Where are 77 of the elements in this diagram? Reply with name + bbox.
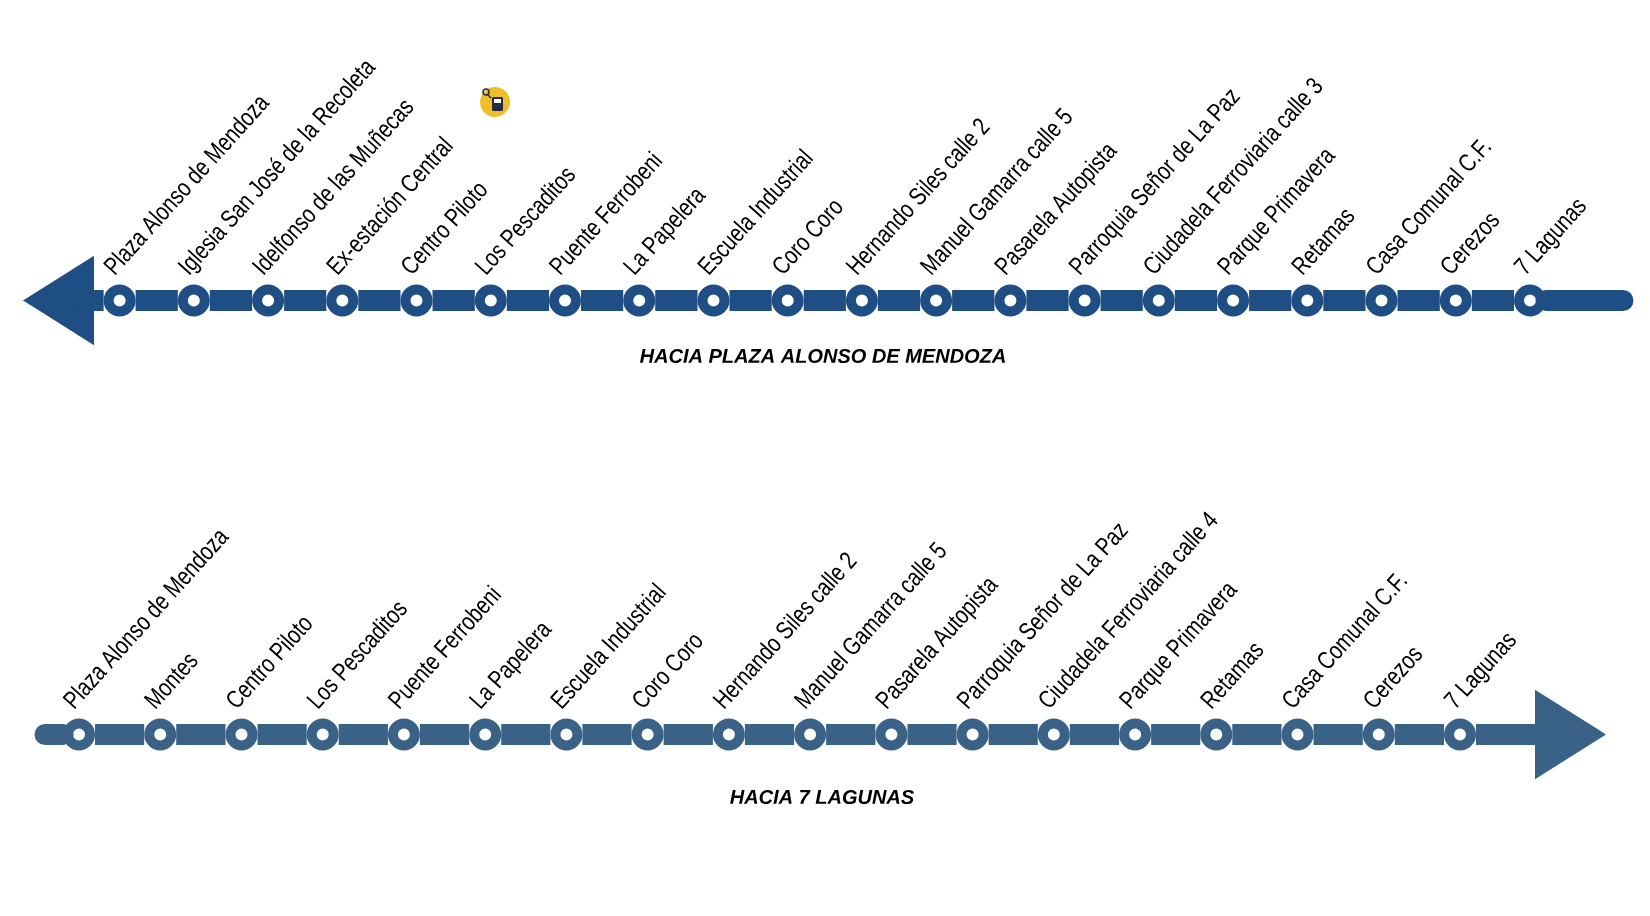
route-line xyxy=(135,290,178,311)
route-line xyxy=(1249,290,1292,311)
station-circle xyxy=(623,284,656,317)
station-circle xyxy=(794,718,827,751)
station-circle xyxy=(1217,284,1250,317)
route-line xyxy=(877,290,921,311)
direction-label: HACIA PLAZA ALONSO DE MENDOZA xyxy=(640,348,1005,364)
route-line xyxy=(432,290,475,311)
route-line xyxy=(419,724,470,745)
route-line xyxy=(95,724,145,745)
station-circle xyxy=(697,284,730,317)
route-line xyxy=(506,290,549,311)
station-circle xyxy=(1362,718,1395,751)
station-circle xyxy=(400,284,433,317)
station-circle xyxy=(326,284,359,317)
station-circle xyxy=(1291,284,1324,317)
route-line xyxy=(338,724,388,745)
route-line xyxy=(1151,724,1201,745)
station-circle xyxy=(550,718,583,751)
route-line xyxy=(988,724,1038,745)
station-circle xyxy=(1439,284,1472,317)
direction-label: HACIA 7 LAGUNAS xyxy=(730,789,914,805)
station-circle xyxy=(1281,718,1314,751)
station-circle xyxy=(920,284,953,317)
station-circle xyxy=(177,284,210,317)
route-line xyxy=(34,724,74,745)
route-line xyxy=(176,724,226,745)
station-circle xyxy=(387,718,420,751)
station-circle xyxy=(956,718,989,751)
route-line xyxy=(907,724,957,745)
route-line xyxy=(1397,290,1440,311)
station-circle xyxy=(712,718,745,751)
route-line xyxy=(1174,290,1218,311)
route-line xyxy=(826,724,876,745)
route-line xyxy=(1535,290,1634,311)
station-circle xyxy=(1119,718,1152,751)
station-circle xyxy=(994,284,1027,317)
station-circle xyxy=(252,284,285,317)
route-line xyxy=(501,724,551,745)
route-line xyxy=(1323,290,1366,311)
route-line xyxy=(1069,724,1120,745)
station-circle xyxy=(225,718,258,751)
station-circle xyxy=(474,284,507,317)
route-line xyxy=(952,290,995,311)
route-line xyxy=(358,290,401,311)
station-circle xyxy=(1365,284,1398,317)
station-circle xyxy=(1200,718,1233,751)
route-line xyxy=(284,290,327,311)
route-line xyxy=(1471,290,1514,311)
station-name: Coro Coro xyxy=(633,635,703,707)
station-circle xyxy=(144,718,177,751)
station-circle xyxy=(771,284,804,317)
route-line xyxy=(655,290,698,311)
station-circle xyxy=(1142,284,1175,317)
station-circle xyxy=(306,718,339,751)
route-line xyxy=(1394,724,1444,745)
station-circle xyxy=(875,718,908,751)
station-circle xyxy=(469,718,502,751)
station-circle xyxy=(1444,718,1476,751)
route-line xyxy=(1100,290,1143,311)
station-circle xyxy=(549,284,581,317)
route-line xyxy=(663,724,713,745)
route-line xyxy=(257,724,307,745)
route-line xyxy=(582,724,632,745)
route-line xyxy=(803,290,846,311)
station-circle xyxy=(845,284,878,317)
route-line xyxy=(1026,290,1069,311)
station-circle xyxy=(103,284,136,317)
station-circle xyxy=(1037,718,1070,751)
route-line xyxy=(209,290,253,311)
route-line xyxy=(744,724,795,745)
station-circle xyxy=(1068,284,1101,317)
route-line xyxy=(1232,724,1282,745)
route-line xyxy=(729,290,772,311)
route-line xyxy=(1313,724,1363,745)
route-line xyxy=(581,290,624,311)
station-circle xyxy=(631,718,664,751)
